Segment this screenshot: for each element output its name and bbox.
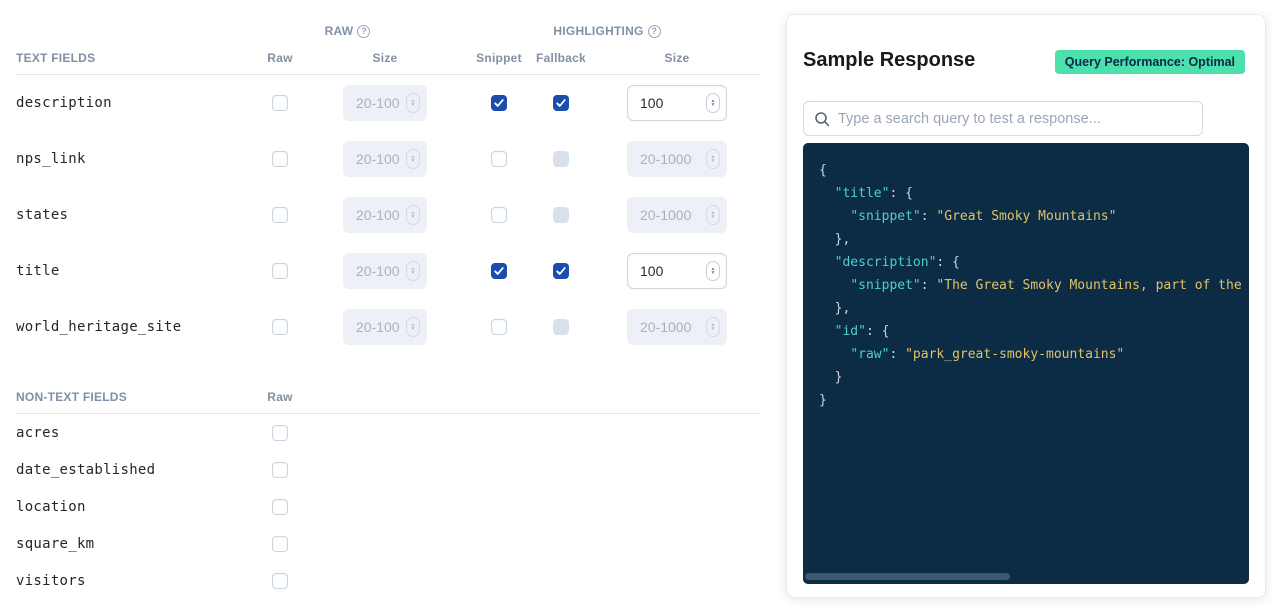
raw-checkbox-square_km[interactable] <box>272 535 288 552</box>
raw-size-input-states <box>343 197 427 233</box>
number-stepper-icon: ▲▼ <box>406 317 420 337</box>
non-text-fields-divider <box>16 413 760 414</box>
sample-response-card: Sample Response Query Performance: Optim… <box>786 14 1266 598</box>
snippet-column-header: Snippet <box>476 51 522 65</box>
non-text-field-row: date_established <box>16 451 760 488</box>
text-field-row: description ▲▼ ▲▼ <box>16 75 760 131</box>
query-performance-badge: Query Performance: Optimal <box>1054 50 1245 74</box>
snippet-size-input-nps_link <box>627 141 727 177</box>
number-stepper-icon: ▲▼ <box>406 93 420 113</box>
non-text-raw-column-header: Raw <box>267 390 293 404</box>
non-text-fields-header: NON-TEXT FIELDS <box>16 390 127 404</box>
fallback-checkbox-world_heritage_site <box>553 319 569 335</box>
non-text-field-row: location <box>16 488 760 525</box>
snippet-checkbox-description[interactable] <box>491 95 507 111</box>
sample-response-code-block: { "title": { "snippet": "Great Smoky Mou… <box>803 143 1249 584</box>
raw-checkbox-nps_link[interactable] <box>272 151 288 167</box>
raw-size-input-nps_link <box>343 141 427 177</box>
field-name: states <box>16 207 69 223</box>
text-field-row: nps_link ▲▼ ▲▼ <box>16 131 760 187</box>
non-text-header-row: NON-TEXT FIELDS Raw <box>16 381 760 413</box>
raw-group-header: RAW ? <box>325 24 371 38</box>
raw-size-input-title <box>343 253 427 289</box>
search-icon <box>815 111 830 126</box>
raw-size-input-description <box>343 85 427 121</box>
field-name: date_established <box>16 461 156 478</box>
snippet-checkbox-states[interactable] <box>491 207 507 223</box>
raw-checkbox-title[interactable] <box>272 263 288 279</box>
raw-checkbox-location[interactable] <box>272 498 288 515</box>
result-settings-table: RAW ? HIGHLIGHTING ? TEXT FIELDS Raw Siz… <box>16 18 760 599</box>
highlighting-group-header: HIGHLIGHTING ? <box>553 24 661 38</box>
column-header-row: TEXT FIELDS Raw Size Snippet Fallback Si… <box>16 44 760 74</box>
number-stepper-icon: ▲▼ <box>706 149 720 169</box>
text-field-row: title ▲▼ ▲▼ <box>16 243 760 299</box>
text-field-row: world_heritage_site ▲▼ ▲▼ <box>16 299 760 355</box>
snippet-size-input-world_heritage_site <box>627 309 727 345</box>
raw-help-icon[interactable]: ? <box>357 24 371 38</box>
snippet-checkbox-title[interactable] <box>491 263 507 279</box>
card-title: Sample Response <box>803 49 976 71</box>
snippet-size-input-states <box>627 197 727 233</box>
fallback-checkbox-nps_link <box>553 151 569 167</box>
field-name: visitors <box>16 572 86 589</box>
raw-checkbox-description[interactable] <box>272 95 288 111</box>
fallback-column-header: Fallback <box>536 51 586 65</box>
number-stepper-icon: ▲▼ <box>706 205 720 225</box>
snippet-size-input-title[interactable] <box>627 253 727 289</box>
horizontal-scrollbar-thumb[interactable] <box>805 573 1010 580</box>
field-name: square_km <box>16 535 95 552</box>
number-stepper-icon: ▲▼ <box>706 317 720 337</box>
field-name: world_heritage_site <box>16 319 182 335</box>
raw-column-header: Raw <box>267 51 293 65</box>
json-response-text: { "title": { "snippet": "Great Smoky Mou… <box>819 163 1242 408</box>
fallback-checkbox-states <box>553 207 569 223</box>
raw-group-label: RAW <box>324 24 354 38</box>
raw-size-column-header: Size <box>372 51 398 65</box>
search-input[interactable] <box>838 110 1192 127</box>
number-stepper-icon: ▲▼ <box>406 149 420 169</box>
group-header-row: RAW ? HIGHLIGHTING ? <box>16 18 760 44</box>
snippet-size-column-header: Size <box>664 51 690 65</box>
raw-checkbox-acres[interactable] <box>272 424 288 441</box>
non-text-field-row: acres <box>16 414 760 451</box>
field-name: location <box>16 498 86 515</box>
raw-size-input-world_heritage_site <box>343 309 427 345</box>
raw-checkbox-visitors[interactable] <box>272 572 288 589</box>
fallback-checkbox-description[interactable] <box>553 95 569 111</box>
snippet-checkbox-world_heritage_site[interactable] <box>491 319 507 335</box>
field-name: title <box>16 263 60 279</box>
raw-checkbox-date_established[interactable] <box>272 461 288 478</box>
raw-checkbox-states[interactable] <box>272 207 288 223</box>
number-stepper-icon[interactable]: ▲▼ <box>706 93 720 113</box>
field-name: nps_link <box>16 151 86 167</box>
highlighting-group-label: HIGHLIGHTING <box>553 24 644 38</box>
field-name: acres <box>16 424 60 441</box>
snippet-size-input-description[interactable] <box>627 85 727 121</box>
non-text-field-row: square_km <box>16 525 760 562</box>
non-text-field-row: visitors <box>16 562 760 599</box>
field-name: description <box>16 95 112 111</box>
fallback-checkbox-title[interactable] <box>553 263 569 279</box>
text-fields-divider <box>16 74 760 75</box>
highlighting-help-icon[interactable]: ? <box>647 24 661 38</box>
text-field-row: states ▲▼ ▲▼ <box>16 187 760 243</box>
number-stepper-icon[interactable]: ▲▼ <box>706 261 720 281</box>
sample-query-searchbox[interactable] <box>803 101 1203 136</box>
text-fields-header: TEXT FIELDS <box>16 51 96 65</box>
raw-checkbox-world_heritage_site[interactable] <box>272 319 288 335</box>
number-stepper-icon: ▲▼ <box>406 205 420 225</box>
number-stepper-icon: ▲▼ <box>406 261 420 281</box>
snippet-checkbox-nps_link[interactable] <box>491 151 507 167</box>
non-text-fields-section: NON-TEXT FIELDS Raw acres date_establishe… <box>16 381 760 599</box>
